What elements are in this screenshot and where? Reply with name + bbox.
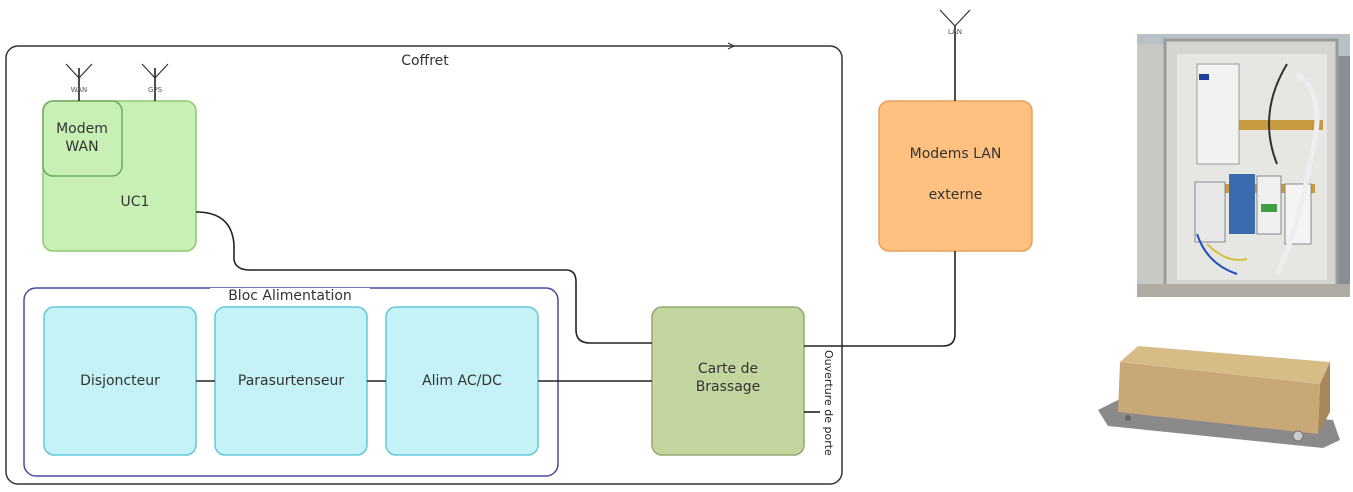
antennas [65, 9, 971, 79]
connection-lines [78, 26, 956, 413]
lan-antenna-icon [939, 9, 971, 27]
modem-box-photo [1098, 340, 1342, 457]
modem-wan-box [42, 100, 123, 177]
coffret-box [5, 45, 843, 485]
architecture-diagram [5, 9, 1033, 485]
wan-antenna-label: WAN [70, 86, 88, 94]
uc1-label: UC1 [120, 194, 150, 210]
modems-lan-label-line1: Modems LAN [909, 146, 1002, 162]
parasurtenseur-label: Parasurtenseur [237, 373, 345, 389]
lan-antenna-label: LAN [947, 28, 963, 36]
alim-label: Alim AC/DC [422, 373, 502, 389]
modem-wan-label: Modem WAN [56, 121, 108, 155]
disjoncteur-label: Disjoncteur [80, 373, 160, 389]
gps-antenna-icon [141, 63, 169, 79]
enclosure-photo [1137, 34, 1350, 297]
gps-antenna-label: GPS [147, 86, 163, 94]
bloc-alimentation-label: Bloc Alimentation [210, 288, 370, 306]
ouverture-porte-label: Ouverture de porte [822, 350, 835, 456]
carte-brassage-label: Carte de Brassage [695, 361, 761, 395]
modems-lan-label-line2: externe [928, 187, 983, 203]
coffret-label: Coffret [401, 53, 449, 69]
wan-antenna-icon [65, 63, 93, 79]
modems-lan-box [878, 100, 1033, 252]
